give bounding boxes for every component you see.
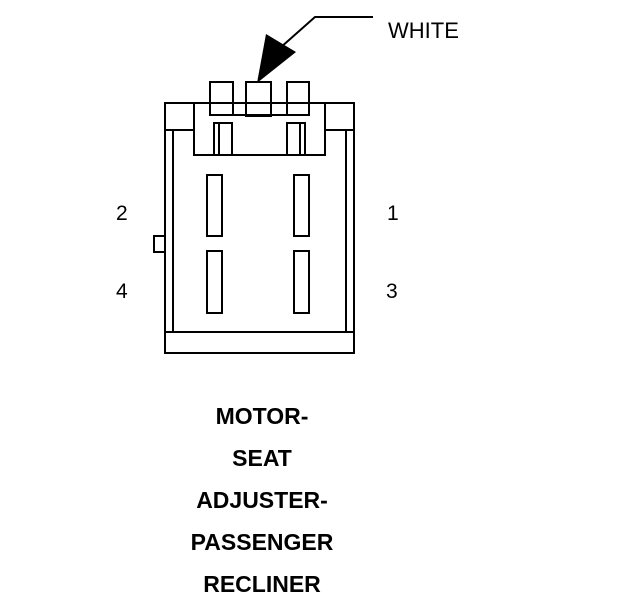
arrow-icon [257,34,296,83]
pin-2-label: 2 [116,202,128,225]
latch-right-post [286,81,310,116]
terminal-4 [206,250,223,314]
latch-left-post [209,81,234,116]
terminal-3 [293,250,310,314]
caption-line: PASSENGER [190,529,334,555]
terminal-2 [206,174,223,237]
pin-1-label: 1 [387,202,399,225]
latch-center-post [245,81,272,117]
side-latch [153,235,165,253]
inner-cavity [172,129,347,332]
terminal-1 [293,174,310,237]
leader-line [279,16,373,49]
wire-color-label: WHITE [388,18,459,43]
latch-left-clip [213,122,233,156]
connector-body [164,102,355,354]
caption-line: RECLINER [203,571,321,597]
caption-line: ADJUSTER- [196,487,328,513]
pin-4-label: 4 [116,280,128,303]
caption-line: SEAT [232,445,292,471]
left-corner-block [164,102,195,131]
latch-right-clip [286,122,306,156]
caption-line: MOTOR- [215,403,309,429]
right-corner-block [324,102,355,131]
connector-caption: MOTOR- SEAT ADJUSTER- PASSENGER RECLINER [130,402,394,612]
pin-3-label: 3 [386,280,398,303]
